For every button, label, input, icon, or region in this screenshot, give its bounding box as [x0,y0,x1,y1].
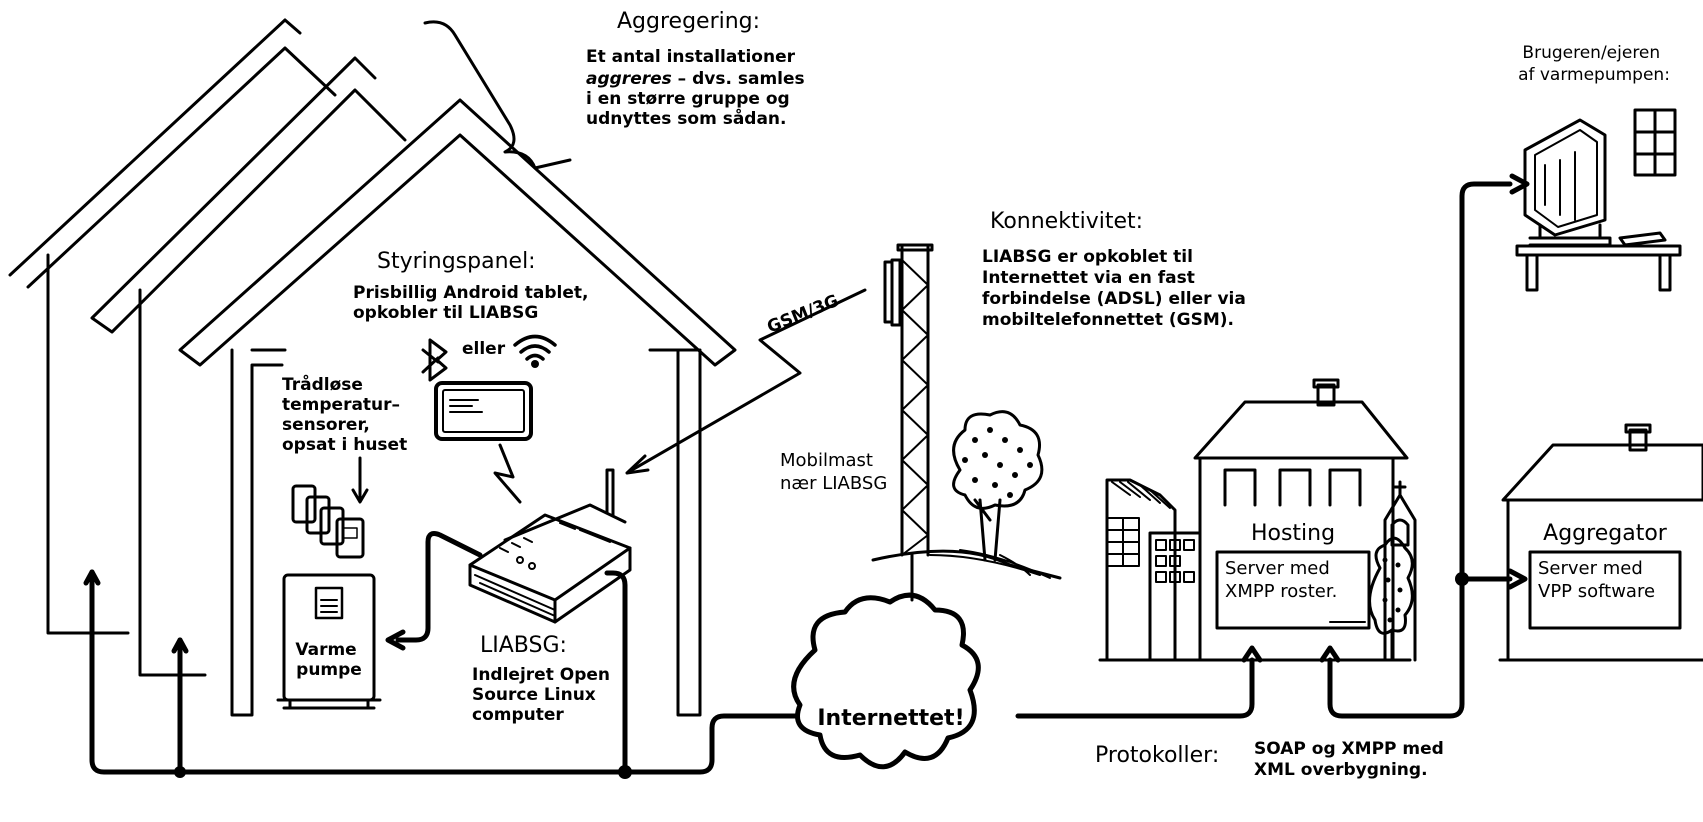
liabsg-body: Indlejret Open Source Linux computer [472,665,616,725]
hosting-building-icon [1188,378,1412,662]
aggregering-body: Et antal installationer aggreres – dvs. … [586,47,811,129]
aggregation-brace [423,20,572,170]
heat-pump-label: Varme pumpe [295,640,362,680]
sensor-arrow [351,456,369,504]
aggregering-title: Aggregering: [617,9,760,34]
computer-desk-icon [1515,108,1682,292]
network-links [1015,173,1530,719]
hill-and-tree-icon [871,410,1062,580]
hosting-title: Hosting [1251,521,1335,546]
wifi-icon [513,334,557,368]
user-label: Brugeren/ejeren af varmepumpen: [1518,43,1670,85]
house-front [178,98,737,717]
house-back [8,18,337,635]
tablet-wireless-link [493,443,522,504]
cables [83,531,798,779]
gsm-label: GSM/3G [764,291,841,338]
internet-cloud-icon [791,592,981,770]
protokoller-title: Protokoller: [1095,743,1219,768]
sensors-text: Trådløse temperatur– sensorer, opsat i h… [282,373,407,455]
aggregator-title: Aggregator [1543,521,1668,546]
church-icon [1383,480,1417,662]
gsm-link-to-liabsg [630,288,867,472]
heat-pump-icon [276,573,382,710]
small-tree-icon [1368,536,1414,662]
hosting-server-text: Server med XMPP roster. [1225,558,1337,602]
cell-tower-icon [883,243,934,602]
konnektivitet-body: LIABSG er opkoblet til Internettet via e… [982,247,1252,330]
liabsg-title: LIABSG: [480,633,567,658]
styringspanel-body: Prisbillig Android tablet, opkobler til … [353,283,594,323]
mobilmast-label: Mobilmast nær LIABSG [780,450,887,494]
eller-label: eller [462,339,506,359]
bluetooth-icon [421,338,448,382]
protokoller-body: SOAP og XMPP med XML overbygning. [1254,739,1450,780]
temperature-sensors-icon [291,484,365,559]
house-middle [90,56,407,677]
internet-label: Internettet! [817,706,964,731]
aggregator-building-icon [1498,423,1703,662]
liabsg-device-icon [468,468,632,624]
styringspanel-title: Styringspanel: [377,249,536,274]
gsm-arrow-head [625,454,650,475]
tablet-icon [434,381,533,441]
town-buildings-icon [1098,478,1212,662]
aggregator-server-text: Server med VPP software [1538,558,1655,602]
konnektivitet-title: Konnektivitet: [990,209,1143,234]
